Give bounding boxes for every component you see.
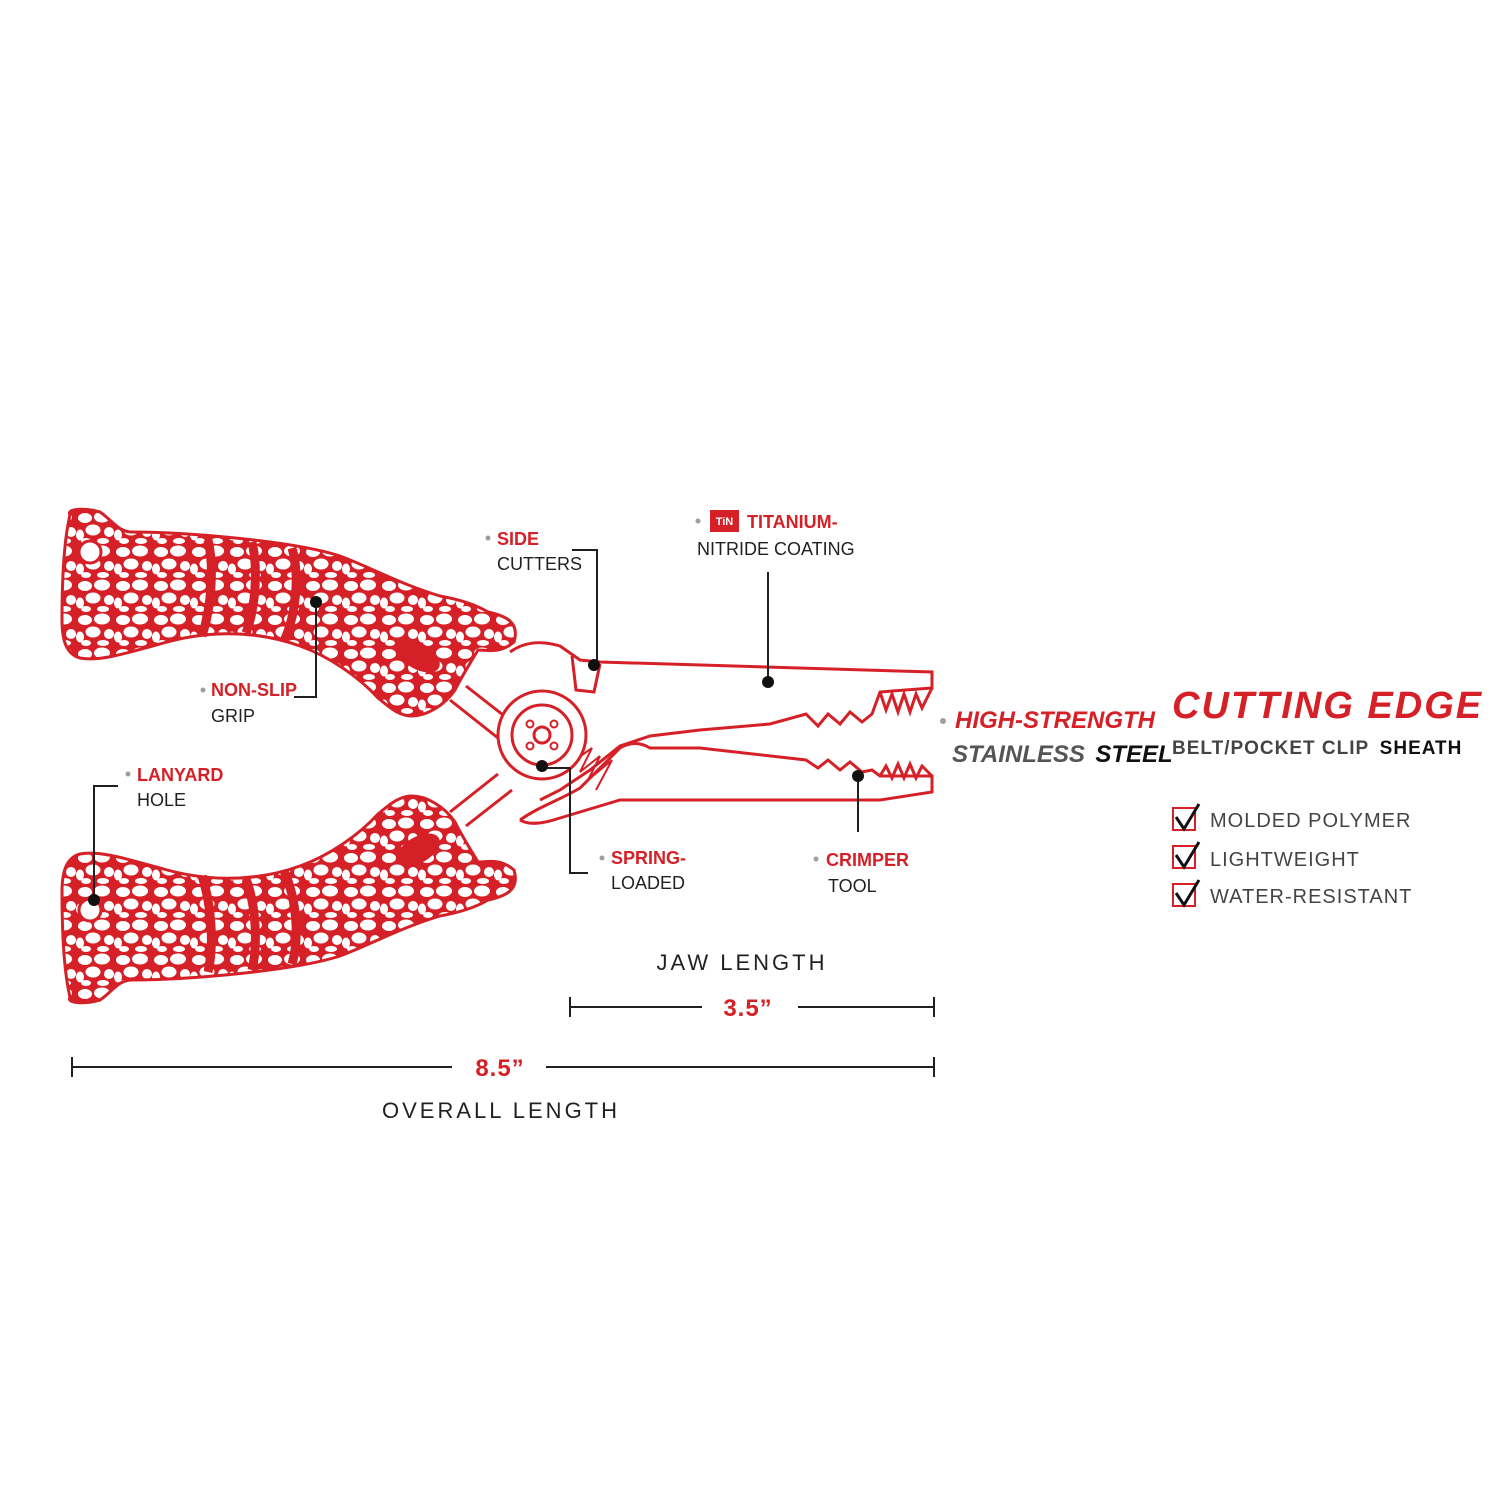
lower-grip-ring xyxy=(197,874,216,974)
sheath-subtitle: BELT/POCKET CLIP SHEATH xyxy=(1172,738,1462,759)
upper-jaw-teeth xyxy=(878,687,934,717)
leader-dot-grey xyxy=(695,518,701,524)
callout-crimper-desc: TOOL xyxy=(828,876,877,896)
callout-crimper-tool: CRIMPER TOOL xyxy=(813,770,909,896)
callout-lanyard-desc: HOLE xyxy=(137,790,186,810)
lower-grip-ring xyxy=(241,877,260,972)
callout-non-slip-title: NON-SLIP xyxy=(211,680,297,700)
leader-line xyxy=(569,768,588,874)
stainless-steel-label: HIGH-STRENGTH STAINLESS STEEL xyxy=(940,707,1173,768)
sheath-subtitle-a: BELT/POCKET CLIP xyxy=(1172,738,1369,759)
leader-dot-grey xyxy=(485,535,491,541)
callout-spring-title: SPRING- xyxy=(611,848,686,868)
callout-spring-desc: LOADED xyxy=(611,873,685,893)
sheath-title: CUTTING EDGE xyxy=(1172,685,1483,727)
upper-jaw xyxy=(509,641,934,802)
callout-lanyard-title: LANYARD xyxy=(137,765,223,785)
jaw-length-label: JAW LENGTH xyxy=(657,950,828,975)
steel-line-2: STAINLESS STEEL xyxy=(952,741,1173,768)
overall-length-value: 8.5” xyxy=(475,1055,524,1082)
overall-length-label: OVERALL LENGTH xyxy=(382,1098,620,1123)
callout-lanyard-hole: LANYARD HOLE xyxy=(88,765,223,906)
upper-lanyard-hole xyxy=(77,539,103,565)
feature-text: WATER-RESISTANT xyxy=(1210,886,1412,908)
feature-text: MOLDED POLYMER xyxy=(1210,810,1411,832)
tin-badge xyxy=(710,510,739,532)
steel-line-2b: STEEL xyxy=(1095,741,1172,768)
jaw-length-dimension: JAW LENGTH 3.5” xyxy=(569,950,935,1022)
leader-line xyxy=(294,602,317,698)
overall-length-dimension: 8.5” OVERALL LENGTH xyxy=(71,1055,935,1123)
check-mark xyxy=(1174,841,1201,870)
lower-jaw xyxy=(519,742,934,825)
spring xyxy=(574,747,613,791)
feature-item: WATER-RESISTANT xyxy=(1172,879,1412,908)
callout-non-slip-desc: GRIP xyxy=(211,706,255,726)
sheath-panel: CUTTING EDGE BELT/POCKET CLIP SHEATH MOL… xyxy=(1172,685,1483,908)
check-mark xyxy=(1174,803,1201,832)
leader-endpoint xyxy=(88,894,100,906)
leader-endpoint xyxy=(762,676,774,688)
callout-side-cutters-title: SIDE xyxy=(497,529,539,549)
lower-jaw-teeth xyxy=(878,760,934,782)
leader-endpoint xyxy=(536,760,548,772)
steel-line-2a: STAINLESS xyxy=(952,741,1085,768)
callout-spring-loaded: SPRING- LOADED xyxy=(536,760,686,893)
lower-grip-cutout xyxy=(396,833,440,867)
upper-grip-ring xyxy=(241,540,260,635)
feature-item: LIGHTWEIGHT xyxy=(1172,841,1360,871)
lower-grip-ring xyxy=(279,869,301,966)
upper-grip-ring xyxy=(197,538,216,638)
leader-dot-grey xyxy=(200,687,206,693)
callout-non-slip-grip: NON-SLIP GRIP xyxy=(200,596,322,726)
sheath-subtitle-b: SHEATH xyxy=(1380,738,1463,759)
callout-titanium-nitride: TiN TITANIUM- NITRIDE COATING xyxy=(695,510,855,688)
leader-dot-grey xyxy=(940,718,946,724)
leader-dot-grey xyxy=(813,856,819,862)
callout-titanium-desc: NITRIDE COATING xyxy=(697,539,855,559)
callout-crimper-title: CRIMPER xyxy=(826,850,909,870)
lower-shank xyxy=(449,772,513,828)
steel-line-1: HIGH-STRENGTH xyxy=(955,707,1156,734)
jaw-length-value: 3.5” xyxy=(723,995,772,1022)
leader-dot-grey xyxy=(599,855,605,861)
callout-side-cutters: SIDE CUTTERS xyxy=(485,529,600,671)
side-cutter-notch xyxy=(570,655,602,694)
tin-badge-text: TiN xyxy=(716,516,734,528)
feature-text: LIGHTWEIGHT xyxy=(1210,849,1360,871)
check-mark xyxy=(1174,879,1201,908)
leader-endpoint xyxy=(852,770,864,782)
leader-line xyxy=(93,785,118,900)
callout-side-cutters-desc: CUTTERS xyxy=(497,554,582,574)
upper-grip-cutout xyxy=(396,639,440,673)
leader-endpoint xyxy=(588,659,600,671)
leader-dot-grey xyxy=(125,771,131,777)
leader-endpoint xyxy=(310,596,322,608)
callout-titanium-title: TITANIUM- xyxy=(747,512,838,532)
feature-item: MOLDED POLYMER xyxy=(1172,803,1411,832)
leader-line xyxy=(572,549,598,665)
pliers-illustration xyxy=(60,507,934,1005)
upper-grip-ring xyxy=(279,546,301,643)
